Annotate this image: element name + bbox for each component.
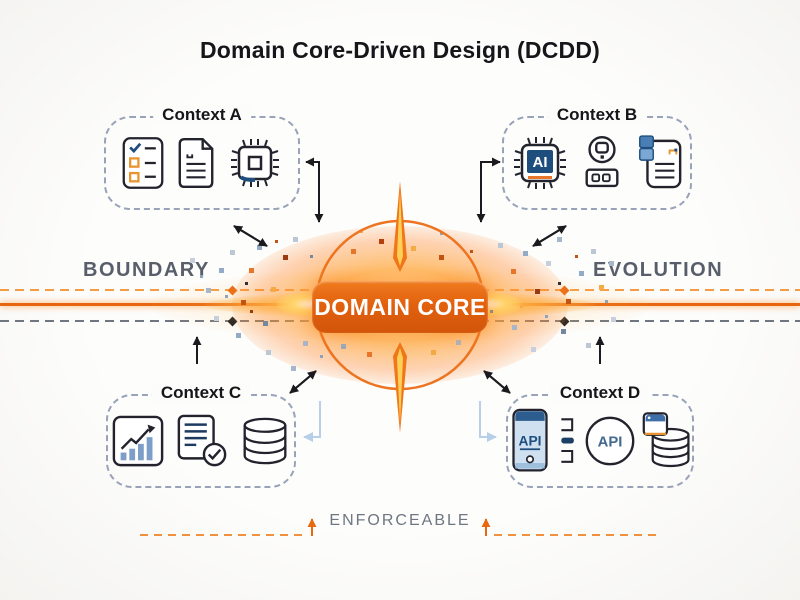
svg-text:AI: AI xyxy=(533,154,548,171)
context-a-label: Context A xyxy=(153,105,251,125)
api-phone-icon: API xyxy=(512,408,548,472)
context-d-box: Context D API API xyxy=(506,383,694,488)
core-context-a-double-arrow xyxy=(233,225,268,247)
context-d-blue-connector xyxy=(479,401,497,442)
context-c-blue-connector xyxy=(303,401,321,442)
database-icon xyxy=(243,417,287,465)
explosion-particles-small xyxy=(0,0,3,3)
core-context-b-double-arrow xyxy=(532,225,567,247)
bar-chart-icon xyxy=(112,415,164,467)
context-a-box: Context A xyxy=(104,105,300,210)
api-circle-icon: API xyxy=(585,416,635,466)
enforceable-dashed-line-left xyxy=(140,534,302,536)
database-window-icon xyxy=(642,412,690,468)
context-d-label: Context D xyxy=(550,383,650,403)
core-context-c-double-arrow xyxy=(289,370,317,394)
context-b-box: Context B AI xyxy=(502,105,692,210)
enforceable-label: ENFORCEABLE xyxy=(329,512,471,529)
api-connector-icon xyxy=(561,418,574,463)
document-icon xyxy=(178,137,214,189)
enforceable-dashed-line-right xyxy=(494,534,658,536)
chip-icon xyxy=(231,139,279,187)
domain-core-badge: DOMAIN CORE xyxy=(312,281,488,333)
document-check-icon xyxy=(177,414,227,467)
domain-core-label: DOMAIN CORE xyxy=(314,293,486,320)
context-c-label: Context C xyxy=(151,383,251,403)
core-context-d-double-arrow xyxy=(483,370,511,394)
ai-chip-icon: AI xyxy=(514,137,566,189)
checklist-icon xyxy=(122,137,164,189)
context-b-label: Context B xyxy=(547,105,647,125)
boundary-label: BOUNDARY xyxy=(83,259,210,281)
context-b-connector xyxy=(476,157,501,223)
context-a-connector xyxy=(305,157,324,223)
page-title: Domain Core-Driven Design (DCDD) xyxy=(200,37,600,63)
evolution-label: EVOLUTION xyxy=(593,259,724,281)
robot-icon xyxy=(585,135,619,188)
svg-text:API: API xyxy=(598,435,623,451)
document-tabs-icon xyxy=(639,135,682,189)
context-c-box: Context C xyxy=(106,383,296,488)
svg-text:API: API xyxy=(519,434,542,449)
